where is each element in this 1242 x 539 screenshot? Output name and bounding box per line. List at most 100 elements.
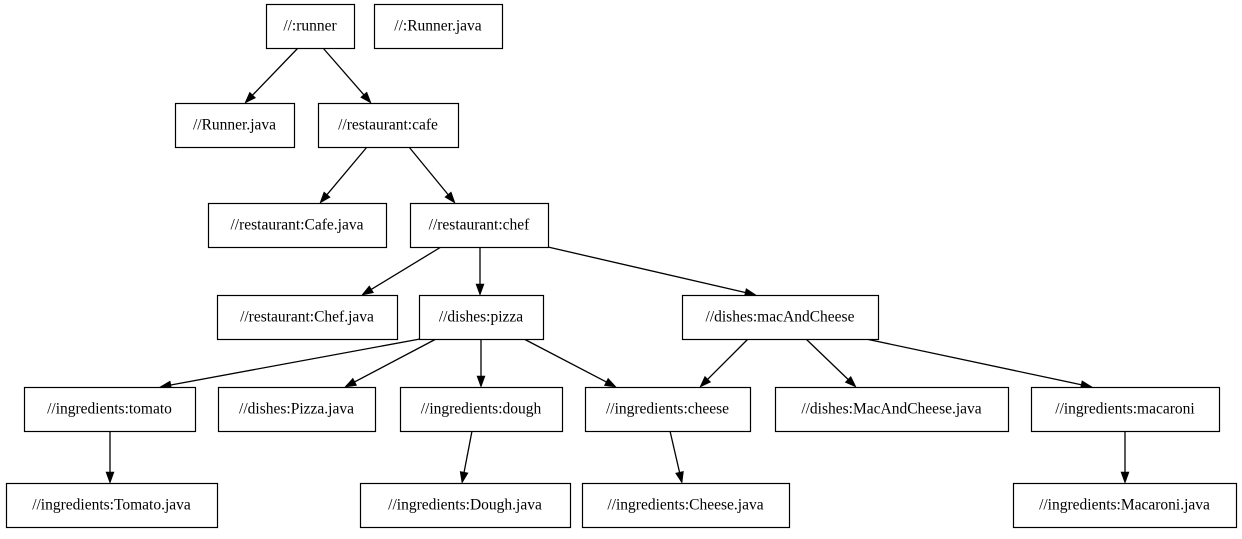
graph-edge bbox=[523, 338, 617, 388]
graph-node[interactable]: //ingredients:cheese bbox=[584, 386, 752, 433]
edge-line bbox=[669, 430, 681, 473]
node-label: //Runner.java bbox=[193, 117, 276, 134]
node-box[interactable] bbox=[1030, 386, 1221, 433]
node-label: //ingredients:dough bbox=[421, 401, 542, 418]
arrowhead-icon bbox=[319, 191, 331, 204]
graph-node[interactable]: //ingredients:Cheese.java bbox=[581, 482, 791, 529]
edge-line bbox=[523, 338, 607, 383]
graph-node[interactable]: //dishes:MacAndCheese.java bbox=[774, 386, 1010, 433]
node-layer: //:runner //:Runner.java //Runner.java //re… bbox=[5, 3, 1238, 529]
node-box[interactable] bbox=[216, 294, 399, 341]
node-box[interactable] bbox=[359, 482, 572, 529]
node-label: //:Runner.java bbox=[394, 18, 482, 35]
node-label: //restaurant:Chef.java bbox=[240, 309, 374, 326]
graph-node[interactable]: //dishes:Pizza.java bbox=[217, 386, 377, 433]
node-box[interactable] bbox=[418, 294, 545, 341]
arrowhead-icon bbox=[475, 283, 485, 296]
node-box[interactable] bbox=[207, 202, 388, 249]
node-box[interactable] bbox=[23, 386, 197, 433]
graph-edge bbox=[865, 338, 1093, 389]
graph-node[interactable]: //restaurant:Cafe.java bbox=[207, 202, 388, 249]
node-box[interactable] bbox=[581, 482, 791, 529]
node-box[interactable] bbox=[774, 386, 1010, 433]
arrowhead-icon bbox=[459, 471, 469, 484]
edge-line bbox=[547, 246, 746, 294]
edge-line bbox=[463, 430, 473, 473]
node-label: //dishes:macAndCheese bbox=[706, 309, 855, 326]
arrowhead-icon bbox=[1120, 471, 1130, 484]
edge-layer bbox=[105, 47, 1130, 484]
graph-edge bbox=[805, 338, 857, 388]
edge-line bbox=[707, 338, 749, 380]
graph-node[interactable]: //ingredients:Macaroni.java bbox=[1012, 482, 1238, 529]
graph-node[interactable]: //dishes:macAndCheese bbox=[681, 294, 880, 341]
node-label: //ingredients:Tomato.java bbox=[32, 497, 191, 514]
edge-line bbox=[865, 338, 1082, 386]
graph-node[interactable]: //:runner bbox=[265, 3, 356, 50]
node-box[interactable] bbox=[265, 3, 356, 50]
graph-node[interactable]: //ingredients:tomato bbox=[23, 386, 197, 433]
edge-line bbox=[252, 47, 299, 96]
node-label: //dishes:MacAndCheese.java bbox=[801, 401, 981, 418]
node-label: //:runner bbox=[283, 18, 337, 35]
graph-edge bbox=[476, 339, 486, 388]
graph-node[interactable]: //restaurant:chef bbox=[409, 202, 550, 249]
graph-node[interactable]: //ingredients:Dough.java bbox=[359, 482, 572, 529]
graph-edge bbox=[322, 47, 372, 104]
node-box[interactable] bbox=[409, 202, 550, 249]
node-label: //dishes:Pizza.java bbox=[239, 401, 354, 418]
node-box[interactable] bbox=[399, 386, 564, 433]
node-label: //ingredients:cheese bbox=[606, 401, 729, 418]
graph-edge bbox=[699, 338, 749, 388]
edge-line bbox=[354, 338, 437, 383]
node-box[interactable] bbox=[584, 386, 752, 433]
arrowhead-icon bbox=[105, 471, 115, 484]
graph-node[interactable]: //dishes:pizza bbox=[418, 294, 545, 341]
edge-line bbox=[170, 338, 421, 386]
node-label: //ingredients:macaroni bbox=[1055, 401, 1195, 418]
graph-node[interactable]: //ingredients:macaroni bbox=[1030, 386, 1221, 433]
arrowhead-icon bbox=[844, 375, 857, 388]
graph-edge bbox=[1120, 431, 1130, 484]
graph-edge bbox=[475, 247, 485, 296]
graph-node[interactable]: //restaurant:cafe bbox=[317, 102, 460, 149]
arrowhead-icon bbox=[444, 191, 456, 204]
node-label: //ingredients:Dough.java bbox=[388, 497, 542, 514]
arrowhead-icon bbox=[699, 375, 712, 388]
graph-edge bbox=[408, 146, 456, 204]
node-label: //dishes:pizza bbox=[439, 309, 523, 326]
node-box[interactable] bbox=[5, 482, 219, 529]
graph-node[interactable]: //ingredients:dough bbox=[399, 386, 564, 433]
arrowhead-icon bbox=[361, 285, 374, 296]
edge-line bbox=[326, 146, 368, 195]
node-box[interactable] bbox=[681, 294, 880, 341]
graph-node[interactable]: //:Runner.java bbox=[373, 3, 504, 50]
graph-edge bbox=[159, 338, 421, 390]
graph-edge bbox=[105, 431, 115, 484]
arrowhead-icon bbox=[476, 375, 486, 388]
graph-node[interactable]: //ingredients:Tomato.java bbox=[5, 482, 219, 529]
graph-node[interactable]: //restaurant:Chef.java bbox=[216, 294, 399, 341]
node-box[interactable] bbox=[217, 386, 377, 433]
graph-edge bbox=[344, 338, 437, 388]
node-box[interactable] bbox=[1012, 482, 1238, 529]
graph-edge bbox=[547, 246, 757, 297]
graph-edge bbox=[244, 47, 299, 104]
edge-line bbox=[408, 146, 449, 195]
arrowhead-icon bbox=[360, 91, 372, 104]
arrowhead-icon bbox=[244, 91, 257, 104]
graph-node[interactable]: //Runner.java bbox=[174, 102, 296, 149]
node-label: //ingredients:Macaroni.java bbox=[1039, 497, 1210, 514]
edge-line bbox=[805, 338, 849, 380]
node-box[interactable] bbox=[373, 3, 504, 50]
node-box[interactable] bbox=[174, 102, 296, 149]
node-label: //restaurant:Cafe.java bbox=[231, 217, 364, 234]
node-box[interactable] bbox=[317, 102, 460, 149]
node-label: //restaurant:chef bbox=[429, 217, 531, 234]
edge-line bbox=[371, 246, 442, 290]
arrowhead-icon bbox=[603, 377, 617, 388]
arrowhead-icon bbox=[344, 377, 358, 388]
graph-edge bbox=[459, 430, 473, 484]
